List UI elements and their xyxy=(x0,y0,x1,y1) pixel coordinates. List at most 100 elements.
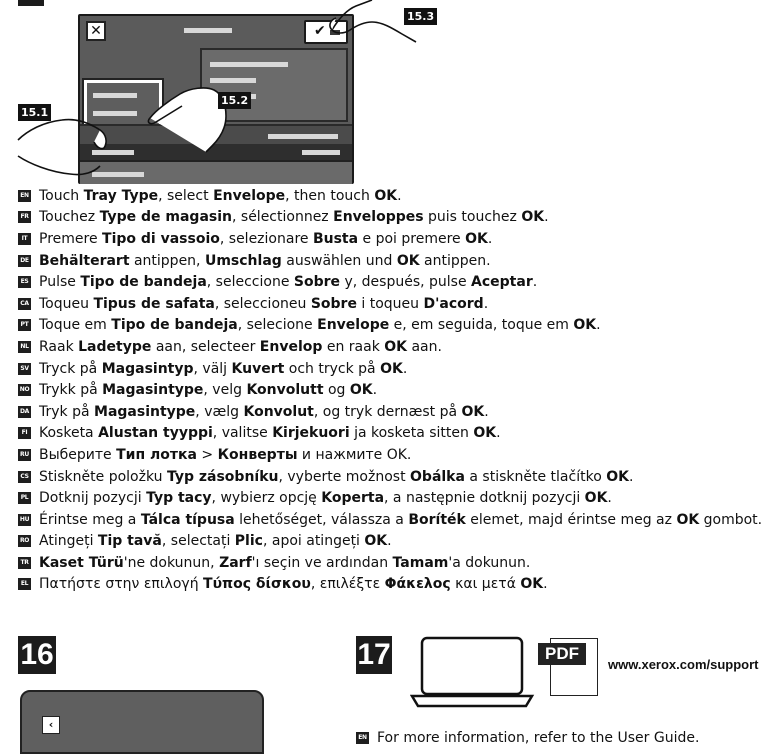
instruction-fragment: 'ı seçin ve ardından xyxy=(251,554,393,571)
instruction-text: Tryk på Magasintype, vælg Konvolut, og t… xyxy=(39,404,489,420)
ui-term: OK xyxy=(520,576,544,593)
instruction-fragment: , selezionare xyxy=(219,230,313,247)
ui-term: OK xyxy=(364,533,388,550)
close-icon: ✕ xyxy=(86,21,106,41)
ui-term: Kirjekuori xyxy=(272,425,350,442)
ui-term: Kuvert xyxy=(231,360,285,377)
ui-term: OK xyxy=(521,209,545,226)
instruction-fragment: Πατήστε στην επιλογή xyxy=(39,576,204,593)
instruction-fragment: , välj xyxy=(193,360,232,377)
instruction-line-pt: PT Toque em Tipo de bandeja, selecione En… xyxy=(18,315,778,337)
ui-term: OK xyxy=(584,490,608,507)
instruction-fragment: , vyberte možnost xyxy=(278,468,411,485)
instruction-text: Atingeți Tip tavă, selectați Plic, apoi … xyxy=(39,533,392,549)
instruction-fragment: Érintse meg a xyxy=(39,511,141,528)
laptop-icon xyxy=(410,636,535,708)
ui-term: Tipo de bandeja xyxy=(111,317,238,334)
ui-term: Envelop xyxy=(259,338,323,355)
ui-term: Kaset Türü xyxy=(39,554,124,571)
instruction-fragment: > xyxy=(196,446,218,463)
language-code-badge: EL xyxy=(18,578,31,591)
instruction-fragment: , vælg xyxy=(195,403,244,420)
instruction-fragment: e poi premere xyxy=(358,230,466,247)
language-code-badge: RU xyxy=(18,448,31,461)
language-code-badge: SV xyxy=(18,362,31,375)
printer-screen-illustration: ✕ ✔ xyxy=(78,14,354,184)
instruction-line-nl: NL Raak Ladetype aan, selecteer Envelop e… xyxy=(18,336,778,358)
instruction-fragment: . xyxy=(496,425,501,442)
language-code-badge: DE xyxy=(18,254,31,267)
instruction-fragment: auswählen und xyxy=(281,252,397,269)
ui-term: Magasintyp xyxy=(101,360,194,377)
ui-term: Τύπος δίσκου xyxy=(203,576,311,593)
instruction-fragment: , select xyxy=(158,187,214,204)
ui-term: Typ tacy xyxy=(146,490,212,507)
instruction-fragment: , selecione xyxy=(237,317,318,334)
ui-term: Type de magasin xyxy=(99,209,232,226)
instruction-text: Pulse Tipo de bandeja, seleccione Sobre … xyxy=(39,274,537,290)
instruction-fragment: , seleccione xyxy=(206,274,294,291)
language-code-badge: ES xyxy=(18,276,31,289)
pdf-label: PDF xyxy=(538,643,586,665)
instruction-text: Toque em Tipo de bandeja, selecione Enve… xyxy=(39,317,601,333)
ui-term: Tray Type xyxy=(83,187,159,204)
instruction-fragment: . xyxy=(387,533,392,550)
instruction-text: Behälterart antippen, Umschlag auswählen… xyxy=(39,253,491,269)
instruction-text: Kaset Türü'ne dokunun, Zarf'ı seçin ve a… xyxy=(39,555,530,571)
support-url: www.xerox.com/support xyxy=(608,657,759,672)
instruction-fragment: e, em seguida, toque em xyxy=(389,317,574,334)
language-code-badge: EN xyxy=(18,189,31,202)
language-code-badge: NL xyxy=(18,340,31,353)
instruction-text: Touchez Type de magasin, sélectionnez En… xyxy=(39,209,549,225)
ui-term: Konvolutt xyxy=(246,382,324,399)
ui-term: OK xyxy=(384,338,407,355)
ui-term: Alustan tyyppi xyxy=(98,425,213,442)
instruction-fragment: , a następnie dotknij pozycji xyxy=(384,490,585,507)
footer-note: EN For more information, refer to the Us… xyxy=(356,730,699,746)
instruction-fragment: Stiskněte položku xyxy=(39,468,167,485)
instruction-text: Πατήστε στην επιλογή Τύπος δίσκου, επιλέ… xyxy=(39,576,548,592)
instruction-fragment: aan. xyxy=(407,338,442,355)
instruction-fragment: . xyxy=(543,576,548,593)
instruction-fragment: , seleccioneu xyxy=(214,295,311,312)
instruction-fragment: Выберите xyxy=(39,446,117,463)
ui-term: Boríték xyxy=(408,511,466,528)
instruction-fragment: a stiskněte tlačítko xyxy=(464,468,607,485)
instruction-fragment: elemet, majd érintse meg az xyxy=(465,511,677,528)
language-code-badge: HU xyxy=(18,513,31,526)
instruction-text: Stiskněte položku Typ zásobníku, vyberte… xyxy=(39,469,633,485)
ui-term: Tipus de safata xyxy=(93,295,215,312)
instruction-fragment: . xyxy=(607,490,612,507)
instruction-fragment: Raak xyxy=(39,338,79,355)
language-code-badge: CA xyxy=(18,297,31,310)
instruction-fragment: , og tryk dernæst på xyxy=(313,403,462,420)
instruction-fragment: Tryk på xyxy=(39,403,95,420)
language-code-badge: NO xyxy=(18,384,31,397)
instruction-text: Raak Ladetype aan, selecteer Envelop en … xyxy=(39,339,442,355)
checkmark-icon: ✔ xyxy=(314,23,326,39)
instruction-fragment: и нажмите OK. xyxy=(297,446,412,463)
instruction-fragment: Touchez xyxy=(39,209,100,226)
language-code-badge: IT xyxy=(18,232,31,245)
instruction-fragment: og xyxy=(323,382,350,399)
list-row-3 xyxy=(80,160,352,184)
instruction-fragment: puis touchez xyxy=(423,209,522,226)
instruction-fragment: . xyxy=(596,317,601,334)
instruction-fragment: , apoi atingeți xyxy=(262,533,365,550)
ui-term: Aceptar xyxy=(471,274,533,291)
instruction-fragment: Kosketa xyxy=(39,425,99,442)
instruction-fragment: . xyxy=(402,360,408,377)
instruction-fragment: . xyxy=(532,274,538,291)
language-code-badge: PT xyxy=(18,319,31,332)
ui-term: Ladetype xyxy=(78,338,152,355)
ui-term: Конверты xyxy=(217,446,298,463)
ui-term: Obálka xyxy=(410,468,465,485)
ui-term: Zarf xyxy=(219,554,252,571)
